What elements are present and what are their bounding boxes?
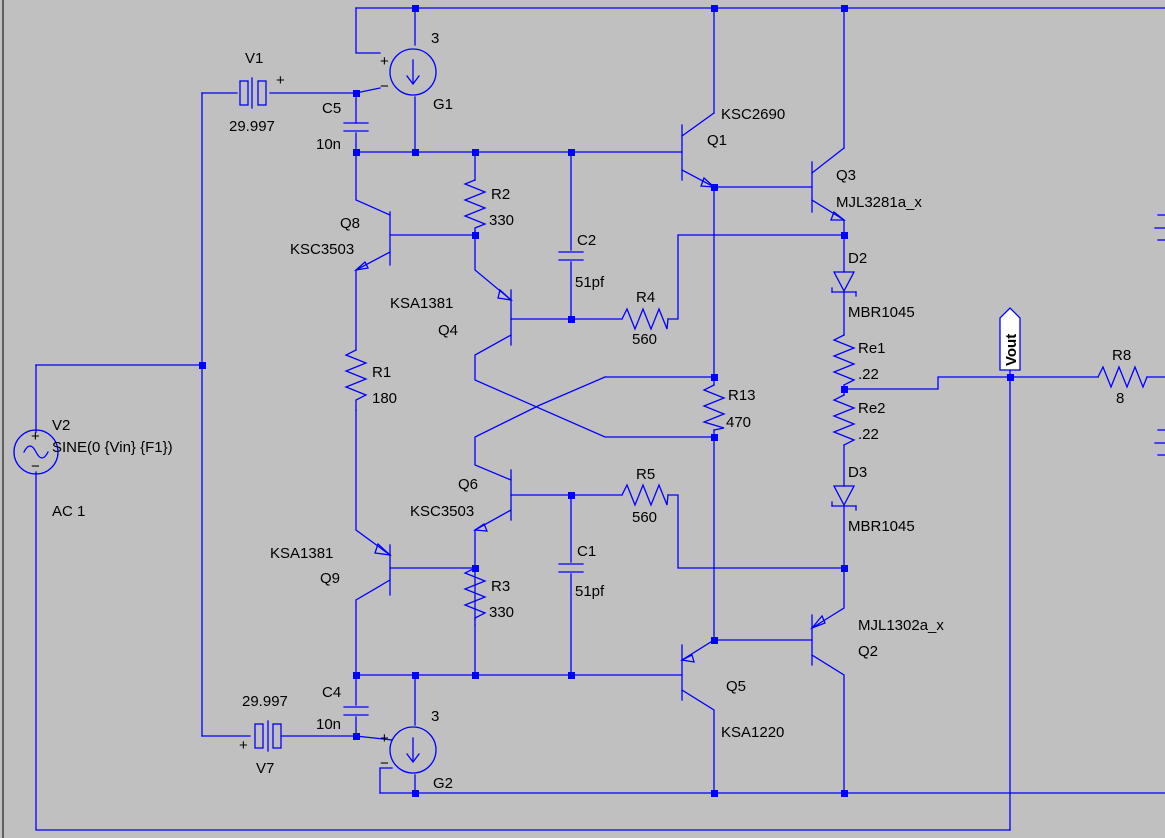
label-d3-value: MBR1045	[848, 518, 915, 535]
label-d3-name: D3	[848, 464, 867, 481]
label-q9-value: KSA1381	[270, 545, 333, 562]
label-re2-name: Re2	[858, 400, 886, 417]
label-d2-value: MBR1045	[848, 304, 915, 321]
resistor-r13[interactable]	[702, 384, 726, 431]
capacitor-c5[interactable]	[343, 122, 369, 132]
label-g2-name: G2	[433, 775, 453, 792]
label-r13-value: 470	[726, 414, 751, 431]
svg-text:−: −	[31, 458, 40, 475]
current-source-g2[interactable]: + −	[380, 726, 437, 774]
label-r3-value: 330	[489, 604, 514, 621]
net-flag-vout[interactable]: Vout	[999, 307, 1021, 371]
resistor-r5[interactable]	[621, 483, 669, 507]
label-q1-name: Q1	[707, 132, 727, 149]
resistor-r8[interactable]	[1097, 365, 1148, 389]
label-r2-value: 330	[489, 212, 514, 229]
label-c2-name: C2	[577, 232, 596, 249]
resistor-re1[interactable]	[832, 334, 856, 386]
label-v2-value: SINE(0 {Vin} {F1})	[52, 439, 173, 456]
label-g1-value: 3	[431, 30, 439, 47]
label-v1-value: 29.997	[229, 118, 275, 135]
label-r2-name: R2	[491, 186, 510, 203]
label-g1-name: G1	[433, 96, 453, 113]
sine-source-v2[interactable]: + −	[13, 428, 59, 475]
label-r3-name: R3	[491, 578, 510, 595]
label-v1-name: V1	[245, 50, 263, 67]
label-r1-name: R1	[372, 364, 391, 381]
labels: V1 29.997 29.997 V7 V2 SINE(0 {Vin} {F1}…	[52, 30, 1131, 792]
label-c5-name: C5	[322, 100, 341, 117]
label-q9-name: Q9	[320, 570, 340, 587]
label-v7-name: V7	[256, 760, 274, 777]
label-c5-value: 10n	[316, 136, 341, 153]
label-r5-value: 560	[632, 509, 657, 526]
label-r13-name: R13	[728, 387, 756, 404]
label-re2-value: .22	[858, 426, 879, 443]
label-q8-name: Q8	[340, 215, 360, 232]
svg-text:+: +	[239, 737, 248, 754]
label-q3-value: MJL3281a_x	[836, 194, 922, 211]
label-v2-ac: AC 1	[52, 503, 85, 520]
capacitor-c2[interactable]	[558, 251, 584, 261]
label-r4-name: R4	[636, 289, 655, 306]
svg-text:−: −	[380, 78, 389, 95]
current-source-g1[interactable]: + −	[380, 48, 437, 96]
diode-d2[interactable]	[831, 271, 857, 297]
label-c2-value: 51pf	[575, 274, 605, 291]
svg-text:−: −	[380, 755, 389, 772]
label-c4-name: C4	[322, 684, 341, 701]
label-c4-value: 10n	[316, 716, 341, 733]
label-r4-value: 560	[632, 331, 657, 348]
label-q5-value: KSA1220	[721, 724, 784, 741]
label-c1-name: C1	[577, 543, 596, 560]
label-r8-name: R8	[1112, 347, 1131, 364]
label-q2-value: MJL1302a_x	[858, 617, 944, 634]
label-q4-value: KSA1381	[390, 295, 453, 312]
svg-text:+: +	[276, 72, 285, 89]
wires	[35, 7, 1165, 831]
capacitor-c1[interactable]	[558, 563, 584, 573]
label-q8-value: KSC3503	[290, 241, 354, 258]
offscreen-components	[1154, 214, 1165, 456]
capacitor-c4[interactable]	[343, 706, 369, 716]
label-q1-value: KSC2690	[721, 106, 785, 123]
net-label-vout: Vout	[1003, 334, 1020, 366]
junctions	[199, 5, 1014, 797]
label-q3-name: Q3	[836, 167, 856, 184]
resistor-r3[interactable]	[463, 567, 487, 626]
svg-text:+: +	[380, 730, 389, 747]
battery-v1[interactable]: +	[239, 72, 285, 109]
label-d2-name: D2	[848, 250, 867, 267]
svg-text:+: +	[380, 53, 389, 70]
label-q2-name: Q2	[858, 643, 878, 660]
label-q4-name: Q4	[438, 322, 458, 339]
label-v2-name: V2	[52, 417, 70, 434]
label-re1-value: .22	[858, 366, 879, 383]
label-q6-name: Q6	[458, 476, 478, 493]
resistor-r2[interactable]	[463, 179, 487, 233]
battery-v7[interactable]: +	[239, 720, 282, 754]
label-r1-value: 180	[372, 390, 397, 407]
label-g2-value: 3	[431, 708, 439, 725]
transistor-arrows	[353, 176, 846, 663]
label-v7-value: 29.997	[242, 693, 288, 710]
resistor-re2[interactable]	[832, 394, 856, 446]
svg-text:+: +	[31, 428, 40, 445]
label-r5-name: R5	[636, 466, 655, 483]
label-r8-value: 8	[1116, 390, 1124, 407]
resistor-r1[interactable]	[344, 349, 368, 411]
label-q5-name: Q5	[726, 678, 746, 695]
resistor-r4[interactable]	[621, 307, 669, 331]
label-re1-name: Re1	[858, 340, 886, 357]
label-c1-value: 51pf	[575, 583, 605, 600]
diode-d3[interactable]	[831, 485, 857, 511]
label-q6-value: KSC3503	[410, 503, 474, 520]
